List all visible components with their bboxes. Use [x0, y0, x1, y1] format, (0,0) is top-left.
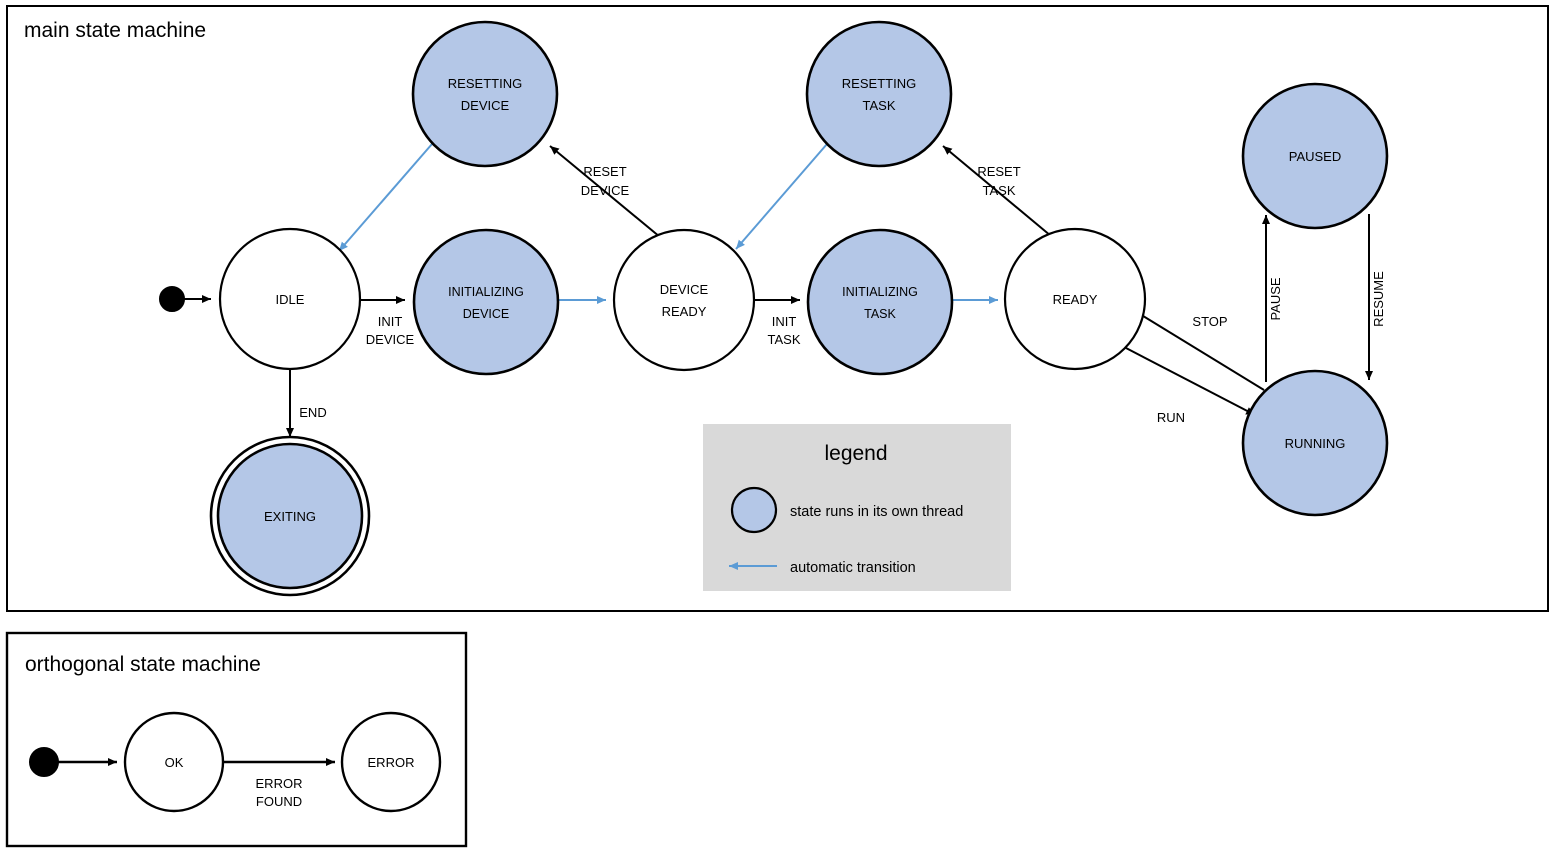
transition-label: RUN [1157, 410, 1185, 425]
state-label: RUNNING [1285, 436, 1346, 451]
transition-ready-to-running: RUN [1125, 347, 1256, 425]
state-ready[interactable]: READY [1003, 227, 1147, 371]
state-label: READY [1053, 292, 1098, 307]
legend-item-label: state runs in its own thread [790, 504, 963, 520]
state-initializing-task[interactable]: INITIALIZING TASK [806, 228, 954, 376]
state-label: ERROR [368, 755, 415, 770]
transition-label: RESUME [1371, 271, 1386, 327]
transition-ready-to-resetting-task: RESET TASK [942, 145, 1052, 237]
transition-label-line-2: TASK [768, 332, 801, 347]
state-exiting[interactable]: EXITING [209, 435, 371, 597]
state-label-line-1: DEVICE [660, 282, 709, 297]
state-running[interactable]: RUNNING [1241, 369, 1389, 517]
transition-label-line-2: DEVICE [366, 332, 415, 347]
transition-running-to-ready: STOP [1134, 310, 1265, 391]
state-label-line-1: INITIALIZING [842, 285, 918, 299]
state-label: PAUSED [1289, 149, 1342, 164]
state-circle [218, 227, 362, 371]
transition-paused-to-running: RESUME [1365, 214, 1386, 380]
transition-device-ready-to-initializing-task: INIT TASK [754, 296, 801, 347]
transition-label-line-1: INIT [378, 314, 403, 329]
state-circle [805, 20, 953, 168]
state-idle[interactable]: IDLE [218, 227, 362, 371]
state-label-line-1: RESETTING [448, 76, 522, 91]
transition-label-line-1: RESET [583, 164, 626, 179]
state-circle [1241, 82, 1389, 230]
transition-label: END [299, 405, 326, 420]
transition-label-line-2: DEVICE [581, 183, 630, 198]
state-label: OK [165, 755, 184, 770]
transition-arrow [1125, 347, 1256, 416]
state-circle [216, 442, 364, 590]
state-resetting-device[interactable]: RESETTING DEVICE [411, 20, 559, 168]
state-label-line-2: TASK [864, 307, 896, 321]
transition-running-to-paused: PAUSE [1262, 215, 1283, 382]
state-circle [411, 20, 559, 168]
state-circle [1003, 227, 1147, 371]
state-label-line-2: TASK [863, 98, 896, 113]
transition-label-line-2: TASK [983, 183, 1016, 198]
automatic-transition-arrow [735, 143, 828, 250]
legend-item-automatic-transition: automatic transition [729, 560, 916, 576]
state-label-line-1: RESETTING [842, 76, 916, 91]
state-label: IDLE [276, 292, 305, 307]
state-circle [806, 228, 954, 376]
main-states: IDLE RESETTING DEVICE INITIALIZING DEVIC… [209, 20, 1389, 597]
legend: legend state runs in its own thread auto… [703, 424, 1011, 591]
state-label-line-1: INITIALIZING [448, 285, 524, 299]
transition-start-to-ok [29, 747, 117, 777]
main-frame-title: main state machine [24, 19, 206, 42]
transition-resetting-task-to-device-ready [735, 143, 828, 250]
state-circle [340, 711, 442, 813]
legend-item-label: automatic transition [790, 560, 916, 576]
threaded-state-swatch-icon [730, 486, 778, 534]
orthogonal-frame-title: orthogonal state machine [25, 653, 261, 676]
state-circle [123, 711, 225, 813]
state-initializing-device[interactable]: INITIALIZING DEVICE [412, 228, 560, 376]
transition-label-line-1: ERROR [256, 776, 303, 791]
state-ok[interactable]: OK [123, 711, 225, 813]
state-circle [412, 228, 560, 376]
transition-start-to-idle [159, 286, 211, 312]
legend-title: legend [824, 442, 887, 465]
state-paused[interactable]: PAUSED [1241, 82, 1389, 230]
transition-label: STOP [1192, 314, 1227, 329]
transition-resetting-device-to-idle [338, 143, 433, 252]
state-label-line-2: DEVICE [461, 98, 510, 113]
transition-idle-to-initializing-device: INIT DEVICE [360, 296, 415, 347]
state-error[interactable]: ERROR [340, 711, 442, 813]
transition-device-ready-to-resetting-device: RESET DEVICE [549, 145, 661, 238]
transition-arrow [942, 145, 1052, 237]
state-circle [1241, 369, 1389, 517]
state-label-line-2: DEVICE [463, 307, 510, 321]
state-device-ready[interactable]: DEVICE READY [612, 228, 756, 372]
transition-label-line-1: INIT [772, 314, 797, 329]
initial-state-dot [159, 286, 185, 312]
state-label: EXITING [264, 509, 316, 524]
transition-arrow [1134, 310, 1265, 391]
transition-label: PAUSE [1268, 277, 1283, 320]
state-label-line-2: READY [662, 304, 707, 319]
state-circle [612, 228, 756, 372]
state-resetting-task[interactable]: RESETTING TASK [805, 20, 953, 168]
initial-state-dot [29, 747, 59, 777]
automatic-transition-arrow [338, 143, 433, 252]
transition-idle-to-exiting: END [286, 370, 327, 437]
transition-arrow [549, 145, 661, 238]
orthogonal-states: OK ERROR [123, 711, 442, 813]
transition-label-line-2: FOUND [256, 794, 302, 809]
legend-item-threaded-state: state runs in its own thread [730, 486, 963, 534]
transition-ok-to-error: ERROR FOUND [223, 758, 335, 809]
transition-label-line-1: RESET [977, 164, 1020, 179]
orthogonal-transitions: ERROR FOUND [29, 747, 335, 809]
main-transitions: INIT DEVICE RESET DEVICE INIT TASK [159, 143, 1386, 437]
